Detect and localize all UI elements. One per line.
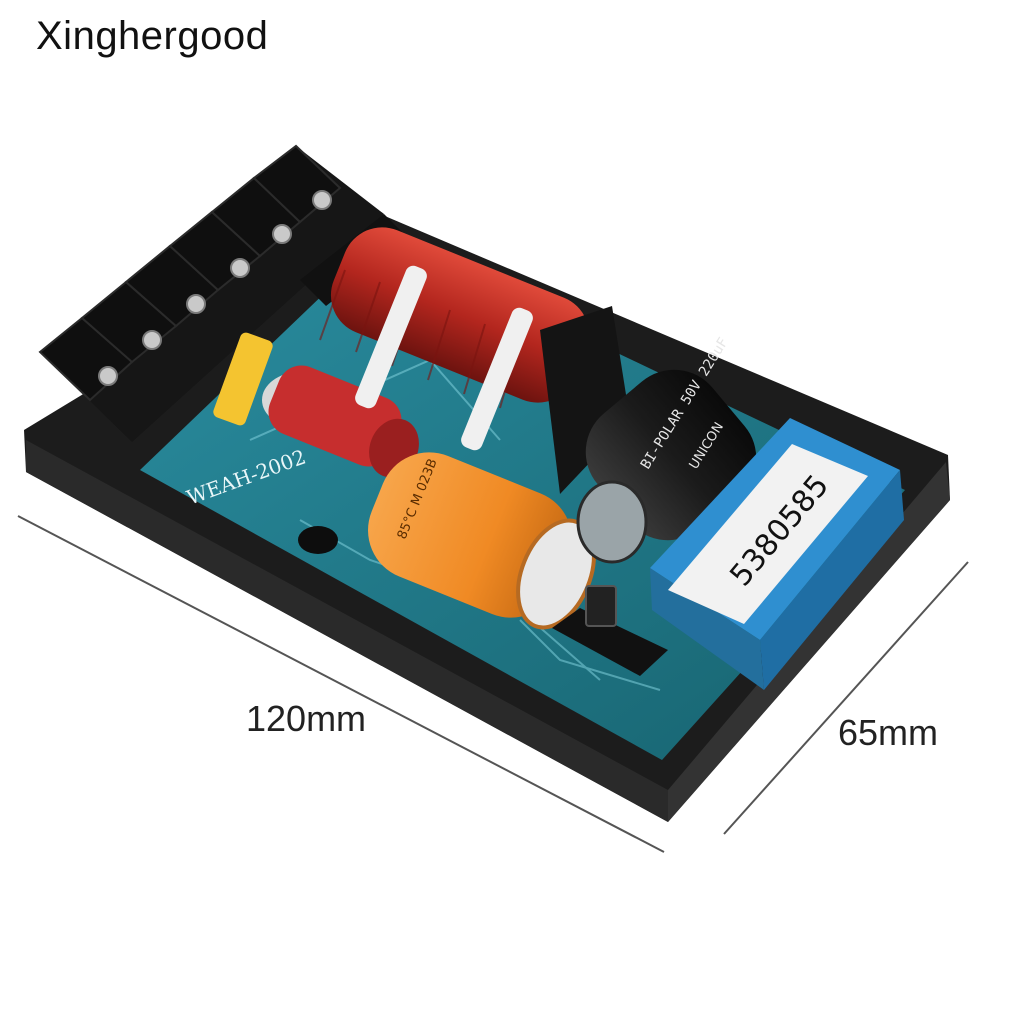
terminal-screw-icon (272, 224, 292, 244)
inductor-coil-icon (300, 214, 630, 494)
terminal-screw-icon (230, 258, 250, 278)
terminal-screw-icon (186, 294, 206, 314)
width-dimension-line (723, 561, 969, 835)
length-dimension-label: 120mm (246, 698, 367, 739)
mount-hole (298, 526, 338, 554)
terminal-screw-icon (142, 330, 162, 350)
length-dimension-line (17, 515, 665, 853)
enclosure-front-wall (26, 440, 668, 822)
width-dimension-label: 65mm (838, 712, 939, 753)
orange-capacitor: 85°C M 023B (368, 452, 596, 630)
yellow-film-capacitor (213, 332, 273, 426)
watermark-logo: Xinghergood (36, 14, 269, 58)
enclosure-right-wall (668, 462, 950, 822)
terminal-screw-icon (312, 190, 332, 210)
terminal-block-strip (38, 144, 384, 442)
slide-switch-icon (552, 585, 668, 676)
blue-resistor-block: 5380585 (650, 418, 904, 690)
terminal-screw-icon (98, 366, 118, 386)
